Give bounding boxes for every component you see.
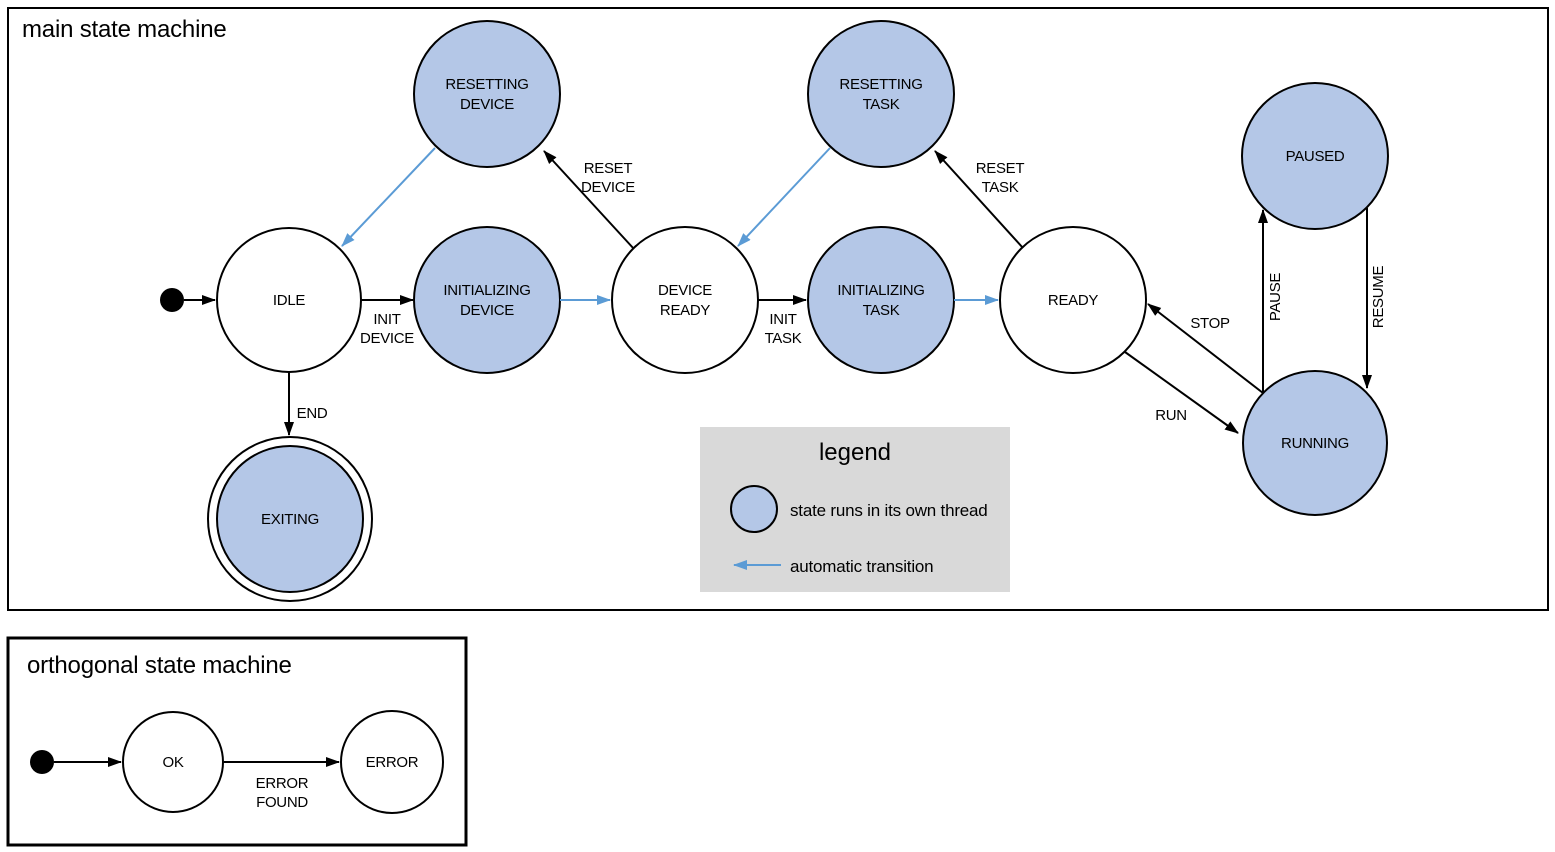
transition-reset-device-arrow xyxy=(543,150,635,250)
state-paused: PAUSED xyxy=(1241,82,1389,230)
transition-stop-arrow xyxy=(1147,303,1264,394)
transition-resume: RESUME xyxy=(1362,208,1387,389)
state-error: ERROR xyxy=(340,710,444,814)
panel-title-orthogonal: orthogonal state machine xyxy=(27,652,292,679)
transition-stop: STOP xyxy=(1147,303,1264,394)
state-ready: READY xyxy=(999,226,1147,374)
transition-run: RUN xyxy=(1124,351,1239,434)
state-label-running: RUNNING xyxy=(1281,435,1349,452)
transition-run-arrow xyxy=(1124,351,1239,434)
panel-frame-main xyxy=(7,7,1549,611)
state-initializing-task-circle xyxy=(807,226,955,374)
state-ok-circle xyxy=(122,711,224,813)
state-label-idle: IDLE xyxy=(273,292,305,309)
legend-title: legend xyxy=(819,439,891,466)
state-exiting-circle xyxy=(216,445,364,593)
state-idle: IDLE xyxy=(216,227,362,373)
state-exiting: EXITING xyxy=(207,436,373,602)
transition-auto-resetting-task-to-device-ready-arrow xyxy=(737,147,831,247)
main-initial-dot xyxy=(160,288,184,312)
transition-pause: PAUSE xyxy=(1258,209,1284,393)
state-ready-circle xyxy=(999,226,1147,374)
state-paused-circle xyxy=(1241,82,1389,230)
state-label-paused: PAUSED xyxy=(1286,148,1345,165)
panel-frame-orthogonal xyxy=(6,636,468,847)
transition-label-stop: STOP xyxy=(1190,315,1230,332)
state-error-circle xyxy=(340,710,444,814)
transition-label-pause: PAUSE xyxy=(1267,273,1284,322)
orthogonal-initial-dot xyxy=(30,750,54,774)
transition-reset-task-arrow xyxy=(934,150,1024,249)
state-label-exiting: EXITING xyxy=(261,511,319,528)
transition-end: END xyxy=(284,372,328,436)
state-resetting-task-circle xyxy=(807,20,955,168)
state-label-ok: OK xyxy=(162,754,183,771)
transition-label-resume: RESUME xyxy=(1370,266,1387,329)
legend-threaded-circle-icon xyxy=(730,485,778,533)
panel-title-main: main state machine xyxy=(22,16,227,43)
legend-item-label-threaded-state: state runs in its own thread xyxy=(790,501,988,520)
main-initial-marker xyxy=(160,288,216,312)
transition-label-run: RUN xyxy=(1155,407,1187,424)
state-initializing-device-circle xyxy=(413,226,561,374)
state-running: RUNNING xyxy=(1242,370,1388,516)
state-running-circle xyxy=(1242,370,1388,516)
transition-auto-resetting-device-to-idle-arrow xyxy=(341,147,436,247)
state-ok: OK xyxy=(122,711,224,813)
state-label-error: ERROR xyxy=(366,754,419,771)
legend-item-label-auto-transition: automatic transition xyxy=(790,557,933,576)
transition-auto-resetting-task-to-device-ready xyxy=(737,147,831,247)
orthogonal-initial-marker xyxy=(30,750,122,774)
transition-auto-resetting-device-to-idle xyxy=(341,147,436,247)
state-resetting-device-circle xyxy=(413,20,561,168)
transition-label-end: END xyxy=(297,405,328,422)
state-label-ready: READY xyxy=(1048,292,1098,309)
